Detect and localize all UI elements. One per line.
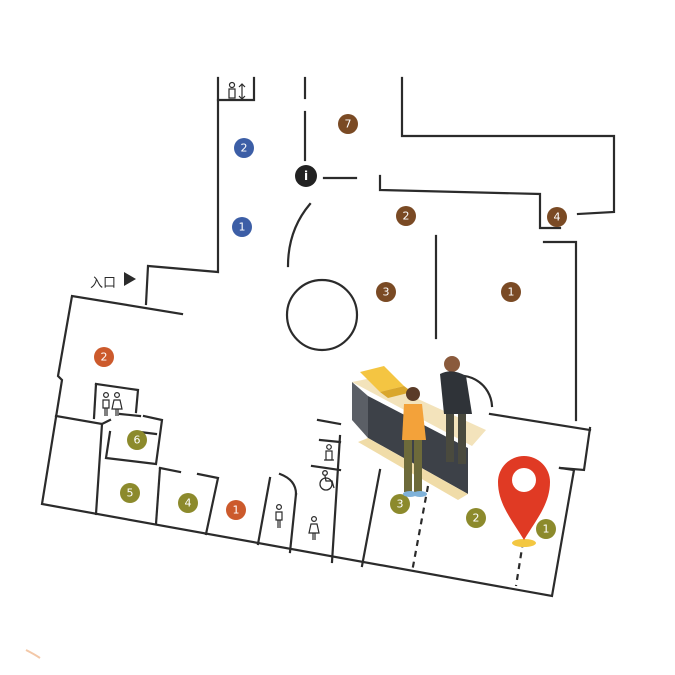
area-marker-dot [396, 206, 416, 226]
area-marker-label: 3 [383, 286, 390, 299]
area-marker-dot [376, 282, 396, 302]
womens-restroom-icon [308, 515, 320, 540]
area-marker-dot [338, 114, 358, 134]
area-marker-dot [234, 138, 254, 158]
area-marker-label: 1 [508, 286, 515, 299]
area-marker-olive-6[interactable]: 6 [127, 430, 147, 450]
area-marker-blue-1[interactable]: 1 [232, 217, 252, 237]
area-marker-dot [226, 500, 246, 520]
area-marker-label: 2 [403, 210, 410, 223]
accessible-restroom-icon [319, 470, 335, 491]
area-marker-orange-2[interactable]: 2 [94, 347, 114, 367]
area-marker-olive-5[interactable]: 5 [120, 483, 140, 503]
area-marker-dot [466, 508, 486, 528]
reception-desk-illustration [352, 356, 486, 500]
baby-changing-icon [324, 444, 334, 461]
area-marker-brown-7[interactable]: 7 [338, 114, 358, 134]
location-pin-icon[interactable] [498, 456, 550, 547]
area-marker-dot [178, 493, 198, 513]
restroom-icon [102, 391, 123, 416]
area-marker-blue-2[interactable]: 2 [234, 138, 254, 158]
area-marker-orange-1[interactable]: 1 [226, 500, 246, 520]
info-label: i [304, 169, 308, 183]
decorative-stroke [25, 649, 41, 659]
area-marker-brown-2[interactable]: 2 [396, 206, 416, 226]
area-marker-brown-1[interactable]: 1 [501, 282, 521, 302]
area-marker-dot [501, 282, 521, 302]
area-marker-dot [232, 217, 252, 237]
area-marker-dot [536, 519, 556, 539]
area-marker-brown-3[interactable]: 3 [376, 282, 396, 302]
area-marker-dot [94, 347, 114, 367]
area-marker-label: 4 [554, 211, 561, 224]
area-marker-label: 1 [239, 221, 246, 234]
area-marker-label: 3 [397, 498, 404, 511]
mens-restroom-icon [275, 503, 283, 528]
area-marker-dot [120, 483, 140, 503]
area-marker-olive-2[interactable]: 2 [466, 508, 486, 528]
elevator-icon [228, 81, 246, 100]
area-marker-olive-3[interactable]: 3 [390, 494, 410, 514]
area-marker-label: 2 [101, 351, 108, 364]
area-marker-dot [390, 494, 410, 514]
area-marker-olive-4[interactable]: 4 [178, 493, 198, 513]
area-marker-olive-1[interactable]: 1 [536, 519, 556, 539]
area-marker-label: 2 [473, 512, 480, 525]
area-marker-dot [127, 430, 147, 450]
area-marker-label: 1 [543, 523, 550, 536]
area-marker-label: 2 [241, 142, 248, 155]
area-marker-label: 4 [185, 497, 192, 510]
entrance-label: 入口 [90, 276, 117, 291]
area-markers: 7 2 4 3 1 2 1 2 1 6 5 4 3 2 1 [94, 114, 567, 539]
area-marker-brown-4[interactable]: 4 [547, 207, 567, 227]
area-marker-label: 1 [233, 504, 240, 517]
area-marker-dot [547, 207, 567, 227]
entrance-arrow-icon [124, 272, 136, 286]
info-icon[interactable]: i [295, 165, 317, 187]
area-marker-label: 5 [127, 487, 134, 500]
area-marker-label: 6 [134, 434, 141, 447]
area-marker-label: 7 [345, 118, 352, 131]
